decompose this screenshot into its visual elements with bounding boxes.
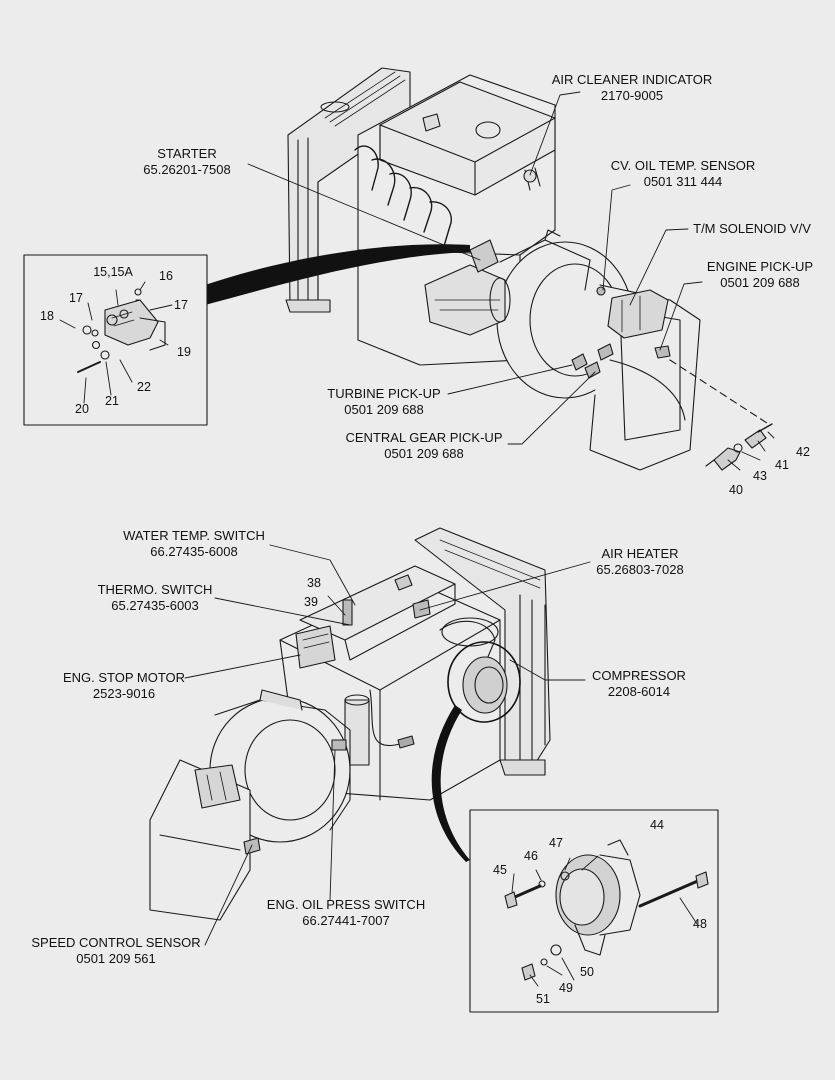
air-heater-name: AIR HEATER xyxy=(601,546,679,561)
water-temp-switch-name: WATER TEMP. SWITCH xyxy=(123,528,265,543)
eng-stop-motor-part: 2523-9016 xyxy=(92,686,156,701)
callout-50: 50 xyxy=(580,965,594,979)
compressor-callout-wedge xyxy=(431,705,470,862)
thermo-switch-name: THERMO. SWITCH xyxy=(97,582,213,597)
callout-21: 21 xyxy=(105,394,119,408)
label-air-heater: AIR HEATER 65.26803-7028 xyxy=(596,546,683,578)
callout-43: 43 xyxy=(753,469,767,483)
label-air-cleaner-indicator: AIR CLEANER INDICATOR 2170-9005 xyxy=(552,72,713,104)
central-gear-pickup-name: CENTRAL GEAR PICK-UP xyxy=(345,430,503,445)
label-eng-stop-motor: ENG. STOP MOTOR 2523-9016 xyxy=(63,670,185,702)
air-heater-part: 65.26803-7028 xyxy=(596,562,684,577)
air-cleaner-indicator-part: 2170-9005 xyxy=(600,88,664,103)
callout-38: 38 xyxy=(307,576,321,590)
callout-42: 42 xyxy=(796,445,810,459)
label-cv-oil-temp-sensor: CV. OIL TEMP. SENSOR 0501 311 444 xyxy=(611,158,756,190)
water-temp-switch-part: 66.27435-6008 xyxy=(150,544,238,559)
turbine-pickup-part: 0501 209 688 xyxy=(344,402,424,417)
eng-stop-motor-name: ENG. STOP MOTOR xyxy=(62,670,186,685)
callout-41: 41 xyxy=(775,458,789,472)
label-water-temp-switch: WATER TEMP. SWITCH 66.27435-6008 xyxy=(123,528,265,560)
label-speed-control-sensor: SPEED CONTROL SENSOR 0501 209 561 xyxy=(31,935,200,967)
callout-20: 20 xyxy=(75,402,89,416)
callout-49: 49 xyxy=(559,981,573,995)
callout-16: 16 xyxy=(159,269,173,283)
cv-oil-temp-sensor-name: CV. OIL TEMP. SENSOR xyxy=(610,158,756,173)
air-cleaner-indicator-name: AIR CLEANER INDICATOR xyxy=(551,72,713,87)
label-engine-pickup: ENGINE PICK-UP 0501 209 688 xyxy=(707,259,813,291)
leader-lines xyxy=(59,91,775,987)
starter-part: 65.26201-7508 xyxy=(143,162,231,177)
callout-15-15a: 15,15A xyxy=(93,265,133,279)
callout-45: 45 xyxy=(493,863,507,877)
label-compressor: COMPRESSOR 2208-6014 xyxy=(592,668,686,700)
label-tm-solenoid: T/M SOLENOID V/V xyxy=(693,221,811,237)
turbine-pickup-name: TURBINE PICK-UP xyxy=(327,386,441,401)
label-eng-oil-press-switch: ENG. OIL PRESS SWITCH 66.27441-7007 xyxy=(267,897,425,929)
compressor-name: COMPRESSOR xyxy=(592,668,686,683)
callout-51: 51 xyxy=(536,992,550,1006)
compressor-inset xyxy=(469,809,719,1013)
starter-name: STARTER xyxy=(157,146,217,161)
label-starter: STARTER 65.26201-7508 xyxy=(143,146,230,178)
speed-control-sensor-part: 0501 209 561 xyxy=(76,951,156,966)
callout-17-left: 17 xyxy=(69,291,83,305)
callout-39: 39 xyxy=(304,595,318,609)
callout-17-right: 17 xyxy=(174,298,188,312)
label-central-gear-pickup: CENTRAL GEAR PICK-UP 0501 209 688 xyxy=(346,430,503,462)
callout-19: 19 xyxy=(177,345,191,359)
callout-47: 47 xyxy=(549,836,563,850)
label-thermo-switch: THERMO. SWITCH 65.27435-6003 xyxy=(98,582,213,614)
callout-40: 40 xyxy=(729,483,743,497)
central-gear-pickup-part: 0501 209 688 xyxy=(384,446,464,461)
tm-solenoid-name: T/M SOLENOID V/V xyxy=(693,221,811,236)
callout-46: 46 xyxy=(524,849,538,863)
engine-pickup-name: ENGINE PICK-UP xyxy=(706,259,814,274)
starter-inset xyxy=(23,254,208,426)
callout-44: 44 xyxy=(650,818,664,832)
speed-control-sensor-name: SPEED CONTROL SENSOR xyxy=(31,935,201,950)
starter-callout-wedge xyxy=(205,244,470,305)
callout-18: 18 xyxy=(40,309,54,323)
engine-pickup-part: 0501 209 688 xyxy=(720,275,800,290)
cv-oil-temp-sensor-part: 0501 311 444 xyxy=(643,174,723,189)
top-engine-drawing xyxy=(285,67,773,471)
label-turbine-pickup: TURBINE PICK-UP 0501 209 688 xyxy=(327,386,440,418)
thermo-switch-part: 65.27435-6003 xyxy=(111,598,199,613)
eng-oil-press-switch-name: ENG. OIL PRESS SWITCH xyxy=(266,897,426,912)
compressor-part: 2208-6014 xyxy=(607,684,671,699)
callout-22: 22 xyxy=(137,380,151,394)
eng-oil-press-switch-part: 66.27441-7007 xyxy=(302,913,390,928)
callout-48: 48 xyxy=(693,917,707,931)
